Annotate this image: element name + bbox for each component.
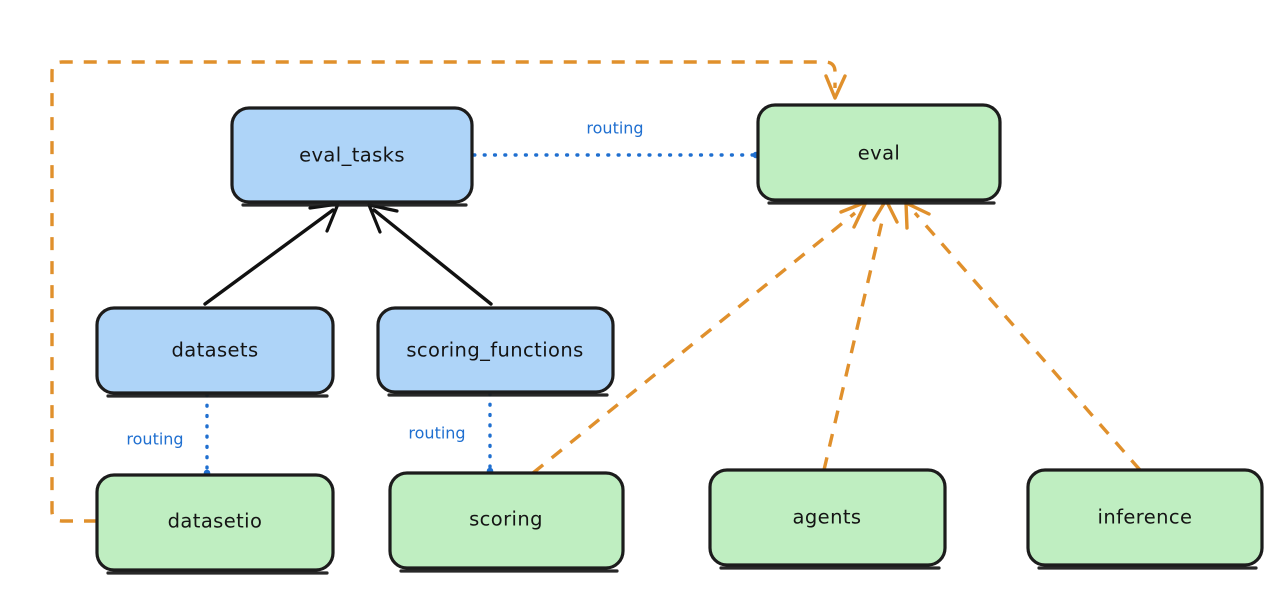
node-box-inference[interactable]: [1026, 468, 1264, 567]
node-label-agents: agents: [793, 506, 862, 529]
node-box-eval[interactable]: [756, 103, 1002, 202]
edge-label-routing-scoring-functions: routing: [408, 424, 465, 443]
edge-datasetio-eval[interactable]: [50, 60, 847, 523]
node-eval_tasks[interactable]: eval_tasks: [230, 106, 474, 207]
node-label-inference: inference: [1098, 506, 1193, 529]
node-box-scoring_functions[interactable]: [376, 306, 615, 394]
node-box-scoring[interactable]: [388, 471, 625, 570]
node-inference[interactable]: inference: [1026, 468, 1264, 570]
edge-datasets-eval-tasks[interactable]: [203, 202, 340, 306]
edge-eval-tasks-eval-routing[interactable]: routing: [472, 119, 760, 159]
node-label-scoring_functions: scoring_functions: [406, 339, 583, 362]
node-scoring_functions[interactable]: scoring_functions: [376, 306, 615, 397]
edge-label-routing-datasets: routing: [126, 430, 183, 449]
node-label-scoring: scoring: [469, 508, 543, 531]
node-datasetio[interactable]: datasetio: [95, 473, 335, 575]
node-box-datasets[interactable]: [95, 306, 335, 395]
edge-group-routing: routing routing routing: [126, 119, 760, 477]
node-scoring[interactable]: scoring: [388, 471, 625, 573]
node-agents[interactable]: agents: [708, 468, 947, 570]
edge-datasets-datasetio-routing[interactable]: routing: [126, 393, 211, 477]
node-box-agents[interactable]: [708, 468, 947, 567]
node-label-eval_tasks: eval_tasks: [299, 144, 405, 167]
node-label-datasets: datasets: [171, 339, 258, 362]
edge-group-composition: [203, 202, 493, 306]
node-label-eval: eval: [858, 142, 901, 165]
edge-scoring-functions-eval-tasks[interactable]: [367, 203, 493, 306]
node-eval[interactable]: eval: [756, 103, 1002, 205]
edge-label-routing-eval-tasks: routing: [586, 119, 643, 138]
edge-agents-eval[interactable]: [822, 198, 899, 471]
node-datasets[interactable]: datasets: [95, 306, 335, 398]
edge-scoring-functions-scoring-routing[interactable]: routing: [408, 392, 494, 475]
node-label-datasetio: datasetio: [168, 510, 263, 533]
node-box-eval_tasks[interactable]: [230, 106, 474, 204]
edge-inference-eval[interactable]: [904, 201, 1142, 472]
node-box-datasetio[interactable]: [95, 473, 335, 572]
